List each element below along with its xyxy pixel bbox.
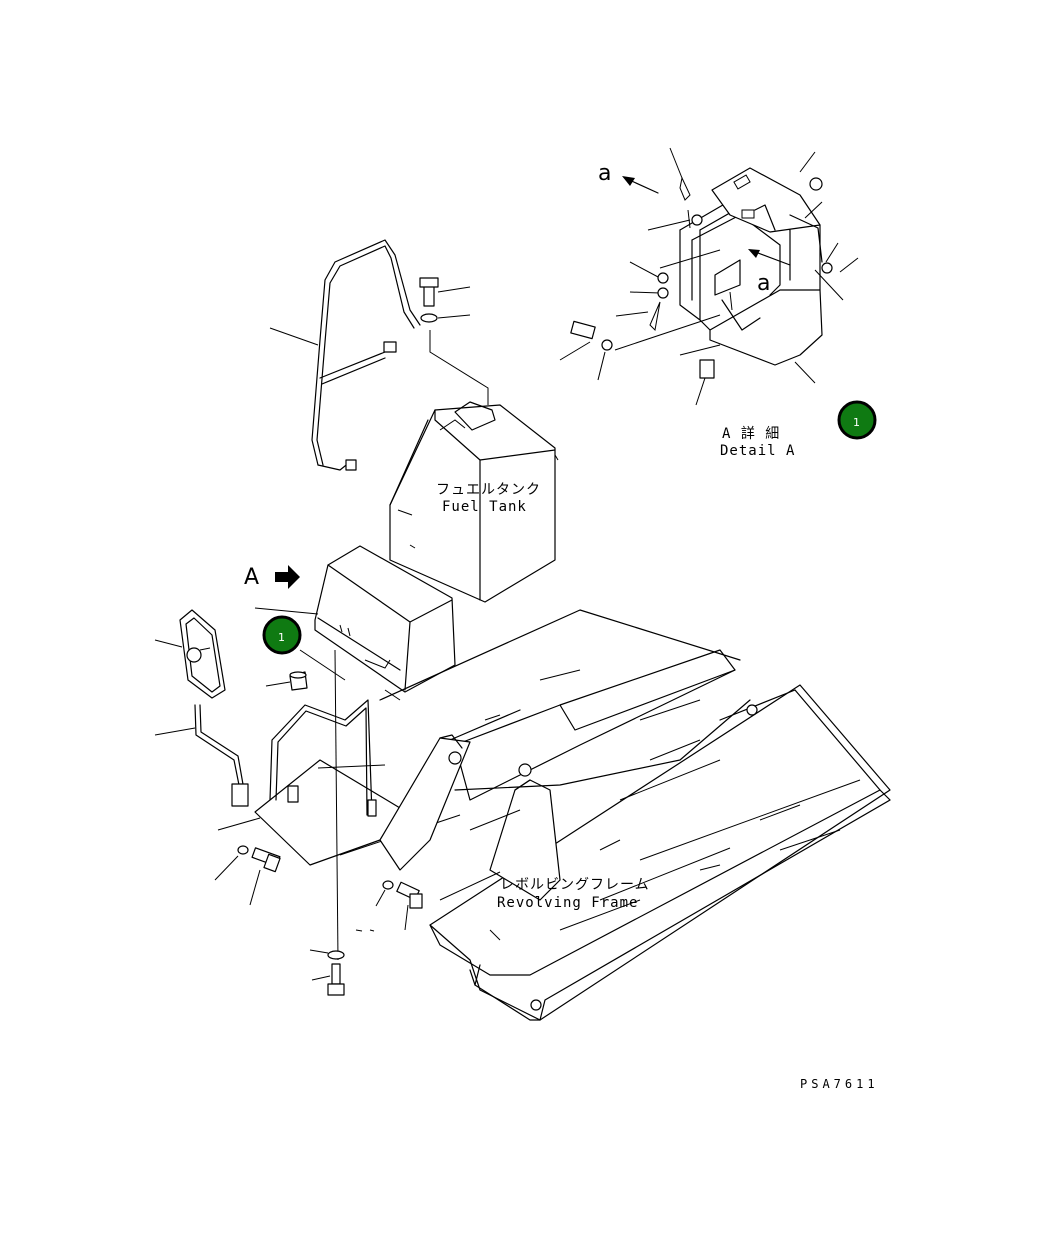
fuel-tank (389, 401, 559, 603)
stand-bracket (217, 649, 461, 961)
detail-title-en: Detail A (720, 443, 795, 459)
ref-a-top: a (598, 161, 611, 186)
rubber-mount (265, 671, 308, 691)
detail-title-jp: A 詳 細 (722, 426, 780, 442)
callout-1-toolbox[interactable]: 1 (262, 615, 302, 655)
bolt-left (214, 845, 281, 906)
handrail (269, 239, 421, 471)
bolt-bottom (309, 949, 345, 996)
mirror-bracket (154, 704, 249, 807)
mirror (154, 609, 226, 699)
fuel-tank-label-en: Fuel Tank (442, 499, 527, 515)
view-a-label: A (244, 565, 259, 590)
frame-label-jp: レボルビングフレーム (500, 877, 650, 893)
tool-box (254, 545, 456, 693)
detail-a-assembly (559, 147, 859, 406)
fuel-tank-label-jp: フュエルタンク (436, 482, 541, 498)
frame-label-en: Revolving Frame (497, 895, 638, 911)
ref-a-mid: a (757, 271, 770, 296)
revolving-frame (379, 609, 891, 1021)
bolt-mid (355, 880, 423, 932)
bolt-top (419, 277, 489, 405)
drawing-code: PSA7611 (800, 1077, 879, 1091)
view-a-arrow-icon (275, 565, 300, 589)
callout-1-detail[interactable]: 1 (837, 400, 877, 440)
